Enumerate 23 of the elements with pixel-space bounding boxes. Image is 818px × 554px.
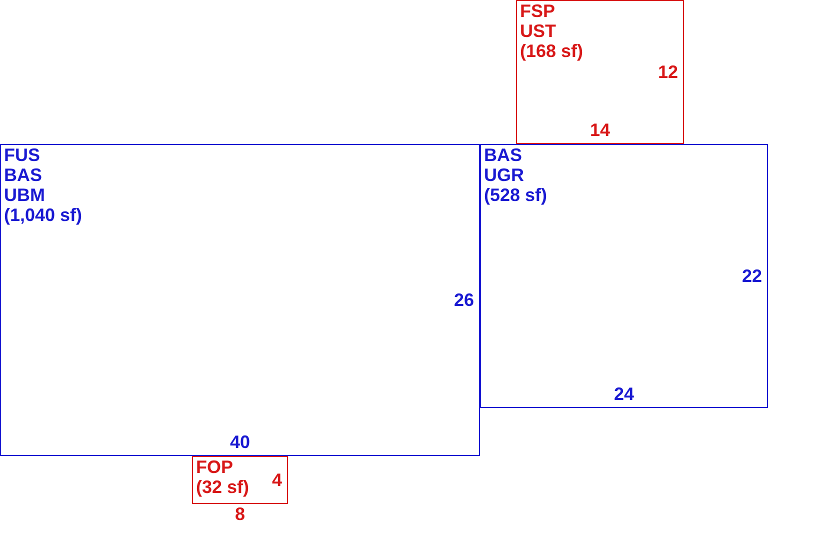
room-label: (168 sf)	[519, 41, 584, 61]
room-outline	[480, 144, 768, 408]
dimension-label: 24	[614, 384, 634, 404]
room-label: BAS	[3, 165, 44, 185]
dimension-label: 26	[454, 290, 474, 310]
room-label: FOP	[195, 457, 234, 477]
dimension-label: 22	[742, 266, 762, 286]
room-label: FSP	[519, 1, 556, 21]
room-label: (528 sf)	[483, 185, 548, 205]
dimension-label: 4	[272, 470, 282, 490]
dimension-label: 14	[590, 120, 610, 140]
room-label: FUS	[3, 145, 41, 165]
room-outline	[516, 0, 684, 144]
dimension-label: 12	[658, 62, 678, 82]
room-label: UST	[519, 21, 557, 41]
dimension-label: 40	[230, 432, 250, 452]
room-label: UGR	[483, 165, 525, 185]
room-label: UBM	[3, 185, 46, 205]
room-label: BAS	[483, 145, 524, 165]
room-outline	[0, 144, 480, 456]
room-label: (1,040 sf)	[3, 205, 82, 225]
room-label: (32 sf)	[195, 477, 250, 497]
dimension-label: 8	[235, 504, 245, 524]
